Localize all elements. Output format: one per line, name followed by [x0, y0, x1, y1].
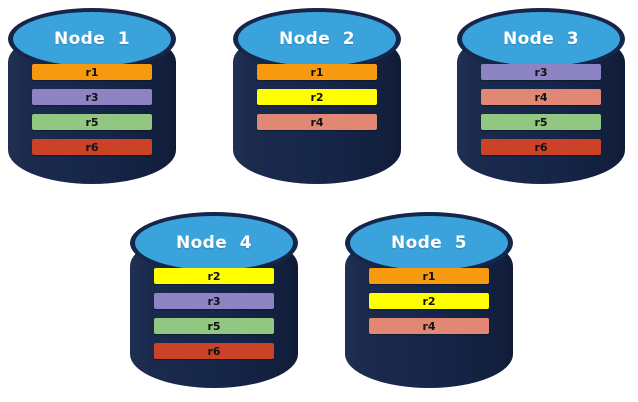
replica-bar[interactable]: r6 [481, 139, 601, 155]
replica-bar[interactable]: r2 [369, 293, 489, 309]
replica-bar[interactable]: r2 [257, 89, 377, 105]
node-cylinder-5[interactable]: Node 5 r1 r2 r4 [345, 212, 513, 388]
cylinder-top-disc [462, 12, 620, 66]
node-label: Node 5 [390, 233, 468, 253]
replica-bar[interactable]: r2 [154, 268, 274, 284]
node-cylinder-3[interactable]: Node 3 r3 r4 r5 r6 [457, 8, 625, 184]
cylinder-top-disc [13, 12, 171, 66]
replica-bar[interactable]: r6 [154, 343, 274, 359]
replica-bar[interactable]: r5 [154, 318, 274, 334]
replica-bar[interactable]: r1 [257, 64, 377, 80]
replica-bar[interactable]: r6 [32, 139, 152, 155]
cylinder-top-disc [350, 216, 508, 270]
replica-list: r1 r2 r4 [257, 64, 377, 139]
replica-bar[interactable]: r4 [481, 89, 601, 105]
replica-bar[interactable]: r3 [481, 64, 601, 80]
replica-bar[interactable]: r5 [481, 114, 601, 130]
replica-bar[interactable]: r1 [32, 64, 152, 80]
node-cylinder-1[interactable]: Node 1 r1 r3 r5 r6 [8, 8, 176, 184]
node-label: Node 3 [502, 29, 580, 49]
node-label: Node 4 [175, 233, 253, 253]
replica-list: r2 r3 r5 r6 [154, 268, 274, 368]
replica-bar[interactable]: r3 [32, 89, 152, 105]
replica-bar[interactable]: r4 [369, 318, 489, 334]
replica-bar[interactable]: r5 [32, 114, 152, 130]
cylinder-top-disc [135, 216, 293, 270]
replica-bar[interactable]: r3 [154, 293, 274, 309]
node-label: Node 1 [53, 29, 131, 49]
replica-bar[interactable]: r1 [369, 268, 489, 284]
replica-list: r1 r2 r4 [369, 268, 489, 343]
replica-list: r3 r4 r5 r6 [481, 64, 601, 164]
node-cylinder-4[interactable]: Node 4 r2 r3 r5 r6 [130, 212, 298, 388]
replica-bar[interactable]: r4 [257, 114, 377, 130]
node-cylinder-2[interactable]: Node 2 r1 r2 r4 [233, 8, 401, 184]
replica-list: r1 r3 r5 r6 [32, 64, 152, 164]
node-label: Node 2 [278, 29, 356, 49]
cylinder-top-disc [238, 12, 396, 66]
